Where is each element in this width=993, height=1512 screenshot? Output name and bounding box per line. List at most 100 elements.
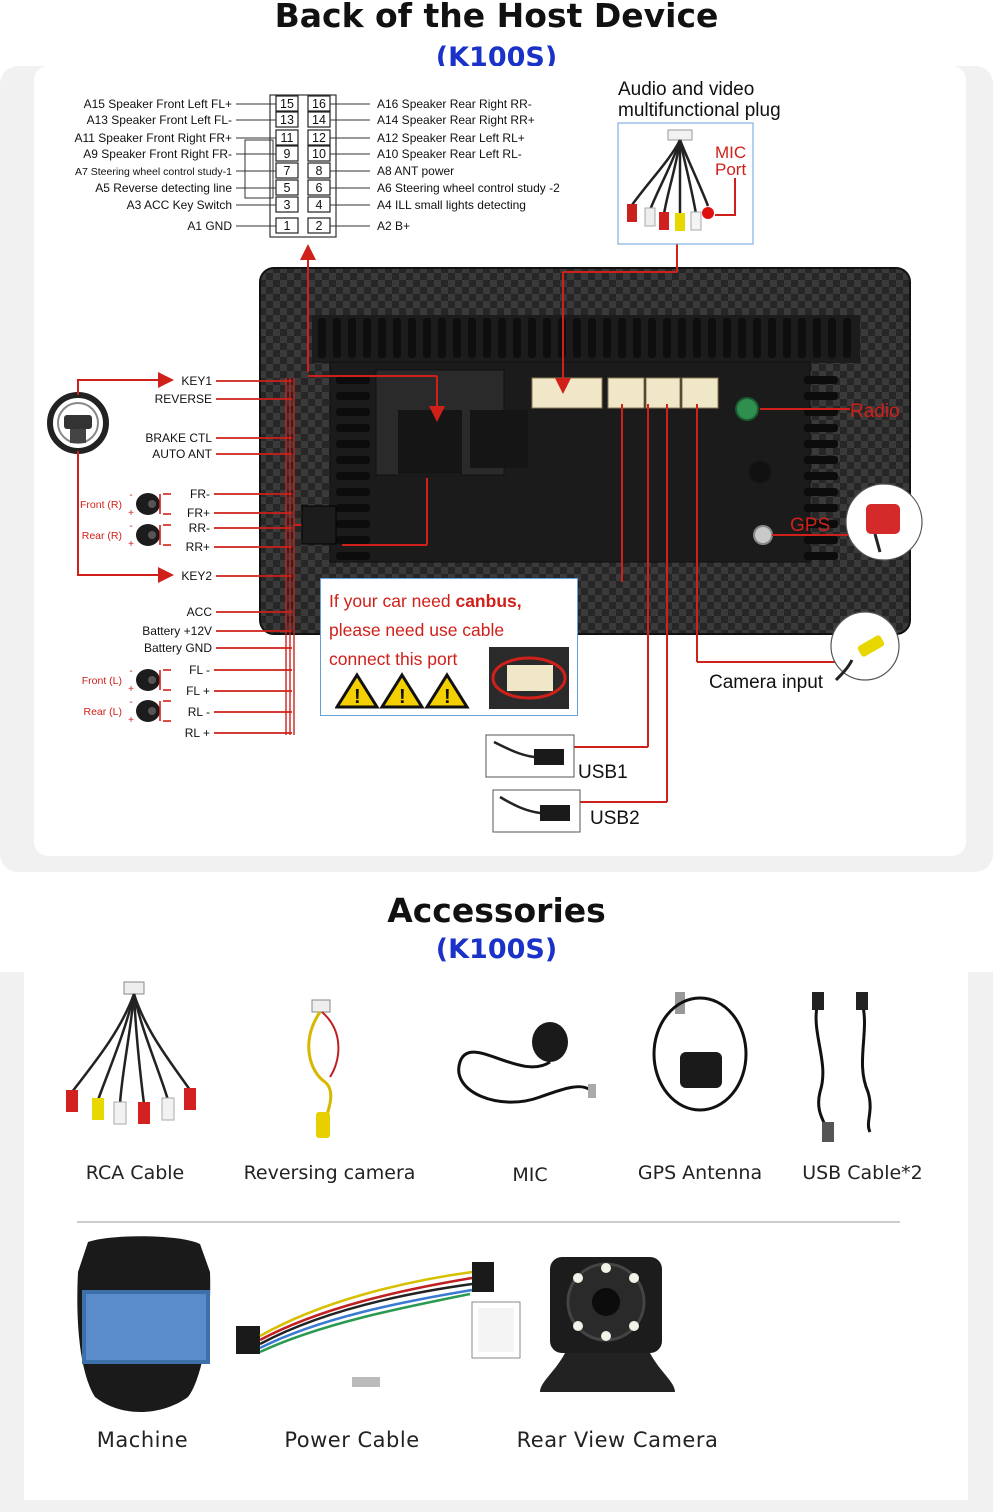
harness-wire-label: FL - bbox=[189, 663, 210, 677]
connector-label-right: A12 Speaker Rear Left RL+ bbox=[377, 131, 525, 145]
svg-text:!: ! bbox=[444, 686, 451, 708]
accessory-label-mic: MIC bbox=[512, 1164, 548, 1186]
harness-wire-label: RR- bbox=[189, 521, 210, 535]
pin-number: 6 bbox=[316, 181, 323, 195]
speaker-polarity: + bbox=[128, 508, 134, 519]
connector-label-left: A9 Speaker Front Right FR- bbox=[83, 147, 232, 161]
connector-label-right: A6 Steering wheel control study -2 bbox=[377, 181, 560, 195]
rca-cable-image bbox=[66, 981, 196, 1125]
connector-label-left: A11 Speaker Front Right FR+ bbox=[74, 131, 232, 145]
accessory-label-gps-antenna: GPS Antenna bbox=[637, 1162, 763, 1184]
pin-number: 15 bbox=[280, 97, 294, 111]
pin-number: 10 bbox=[312, 147, 326, 161]
usb2-cable-icon bbox=[492, 789, 581, 833]
connector-label-left: A3 ACC Key Switch bbox=[127, 198, 232, 212]
speaker-label: Front (L) bbox=[82, 675, 122, 687]
harness-wire-label: Battery +12V bbox=[142, 624, 212, 638]
gps-antenna-icon bbox=[845, 483, 923, 561]
section-subtitle-accessories-model: (K100S) bbox=[435, 934, 558, 965]
harness-wire-label: KEY1 bbox=[181, 374, 212, 388]
canbus-port-c bbox=[681, 377, 719, 409]
canbus-line-1: If your car need canbus, bbox=[329, 591, 522, 611]
canbus-port-b bbox=[645, 377, 681, 409]
harness-wire-label: RL - bbox=[188, 705, 210, 719]
mic-port-label-2: Port bbox=[715, 160, 746, 179]
accessories-panel bbox=[24, 972, 968, 1500]
speaker-label: Rear (R) bbox=[82, 530, 122, 542]
pin-number: 1 bbox=[284, 219, 291, 233]
connector-label-left: A1 GND bbox=[187, 219, 232, 233]
gps-port bbox=[753, 525, 773, 545]
gps-antenna-image bbox=[652, 992, 748, 1112]
usb1-label: USB1 bbox=[578, 762, 628, 783]
connector-label-right: A10 Speaker Rear Left RL- bbox=[377, 147, 522, 161]
radio-port bbox=[735, 397, 759, 421]
rear-view-camera-image bbox=[540, 1257, 675, 1392]
pin-number: 2 bbox=[316, 219, 323, 233]
canbus-port-photo bbox=[489, 647, 569, 709]
rca-plug-icon bbox=[627, 129, 714, 231]
harness-wire-label: BRAKE CTL bbox=[145, 431, 212, 445]
accessories-images bbox=[66, 981, 900, 1412]
camera-plug-icon bbox=[830, 611, 900, 682]
warning-icon: ! bbox=[379, 672, 425, 709]
harness-wire-label: Battery GND bbox=[144, 641, 212, 655]
machine-image bbox=[77, 1236, 211, 1412]
pin-number: 8 bbox=[316, 164, 323, 178]
pin-number: 4 bbox=[316, 198, 323, 212]
pin-number: 11 bbox=[281, 131, 294, 145]
speaker-label: Front (R) bbox=[80, 499, 122, 511]
harness-wire-label: RL + bbox=[185, 726, 210, 740]
canbus-note: If your car need canbus, please need use… bbox=[320, 578, 578, 716]
harness-wire-label: RR+ bbox=[186, 540, 210, 554]
pin-number: 16 bbox=[312, 97, 326, 111]
speaker-polarity: + bbox=[128, 684, 134, 695]
accessory-label-reversing-camera: Reversing camera bbox=[243, 1162, 416, 1184]
reversing-camera-cable-image bbox=[307, 999, 340, 1138]
accessory-label-rear-view-camera: Rear View Camera bbox=[516, 1428, 719, 1452]
pin-number: 9 bbox=[284, 147, 291, 161]
warning-icons: ! ! ! bbox=[335, 672, 470, 709]
connector-label-right: A16 Speaker Rear Right RR- bbox=[377, 97, 532, 111]
connector-label-right: A14 Speaker Rear Right RR+ bbox=[377, 113, 535, 127]
warning-icon: ! bbox=[335, 672, 380, 709]
mic-port-label-1: MIC bbox=[715, 143, 746, 162]
speaker-polarity: + bbox=[128, 715, 134, 726]
usb2-label: USB2 bbox=[590, 808, 640, 829]
av-plug-label-2: multifunctional plug bbox=[618, 100, 781, 121]
mic-image bbox=[457, 1022, 596, 1104]
accessory-label-usb-cable: USB Cable*2 bbox=[802, 1162, 923, 1184]
harness-wire-label: FR+ bbox=[187, 506, 210, 520]
speaker-polarity: - bbox=[129, 697, 132, 708]
harness-wire-label: ACC bbox=[187, 605, 213, 619]
harness-wire-label: KEY2 bbox=[181, 569, 212, 583]
connector-label-right: A2 B+ bbox=[377, 219, 410, 233]
power-cable-image bbox=[236, 1262, 521, 1387]
connector-label-left: A5 Reverse detecting line bbox=[95, 181, 232, 195]
pin-number: 7 bbox=[284, 164, 291, 178]
gps-label: GPS bbox=[790, 515, 830, 536]
harness-wire-label: FR- bbox=[190, 487, 210, 501]
pin-number: 12 bbox=[312, 131, 326, 145]
steering-wheel-icon bbox=[47, 392, 109, 454]
canbus-line-2: please need use cable bbox=[329, 620, 505, 640]
av-plug-port bbox=[531, 377, 603, 409]
speaker-label: Rear (L) bbox=[83, 706, 122, 718]
pin-number: 13 bbox=[280, 113, 294, 127]
connector-label-left: A7 Steering wheel control study-1 bbox=[75, 166, 232, 178]
canbus-port-a bbox=[607, 377, 645, 409]
pin-number: 3 bbox=[284, 198, 291, 212]
connector-label-left: A13 Speaker Front Left FL- bbox=[87, 113, 232, 127]
harness-wire-label: FL + bbox=[186, 684, 210, 698]
accessory-label-power-cable: Power Cable bbox=[284, 1428, 420, 1452]
speaker-polarity: - bbox=[129, 666, 132, 677]
svg-text:!: ! bbox=[354, 686, 361, 708]
harness-wire-label: AUTO ANT bbox=[152, 447, 212, 461]
connector-label-left: A15 Speaker Front Left FL+ bbox=[84, 97, 232, 111]
svg-text:!: ! bbox=[399, 686, 406, 708]
accessory-label-machine: Machine bbox=[96, 1428, 189, 1452]
speaker-polarity: - bbox=[129, 490, 132, 501]
warning-icon: ! bbox=[424, 672, 470, 709]
canbus-line-3: connect this port bbox=[329, 649, 458, 669]
